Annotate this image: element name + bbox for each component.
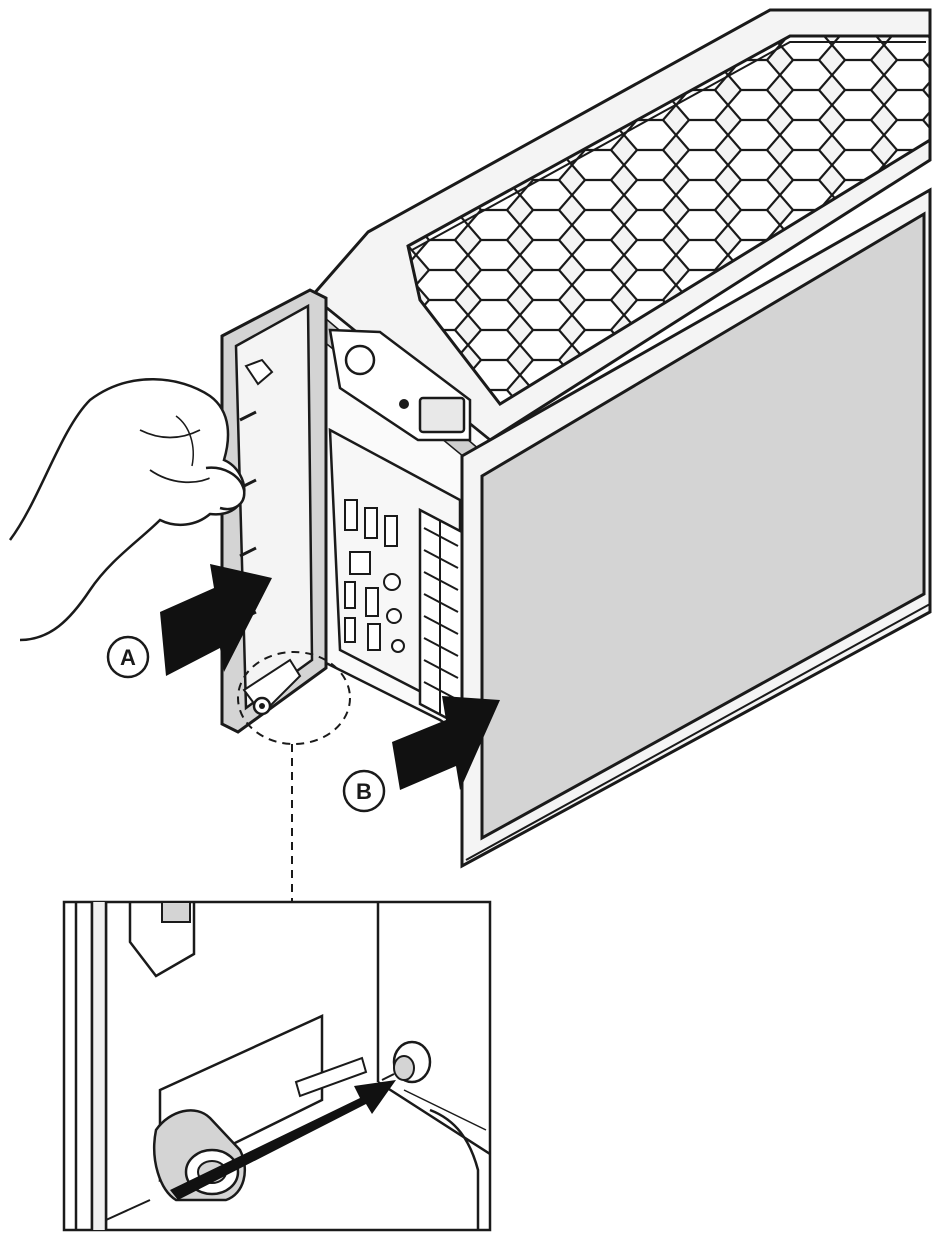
rear-cover-door (220, 288, 328, 734)
power-supply (328, 328, 472, 442)
computer-chassis (220, 8, 932, 869)
expansion-slots (418, 507, 464, 729)
hand-icon (8, 378, 246, 642)
top-vent-mesh (406, 34, 932, 406)
hinge-detail-inset (62, 900, 492, 1232)
push-arrow-b (392, 696, 500, 790)
side-panel (460, 187, 932, 869)
callout-a-label: A (120, 645, 136, 670)
push-arrow-a (160, 564, 272, 676)
callout-b: B (342, 769, 386, 813)
hinge-pin-icon (381, 1040, 432, 1084)
callout-a: A (106, 635, 150, 679)
detail-indicator (237, 651, 351, 902)
insert-arrow (170, 1080, 396, 1200)
callout-b-label: B (356, 779, 372, 804)
